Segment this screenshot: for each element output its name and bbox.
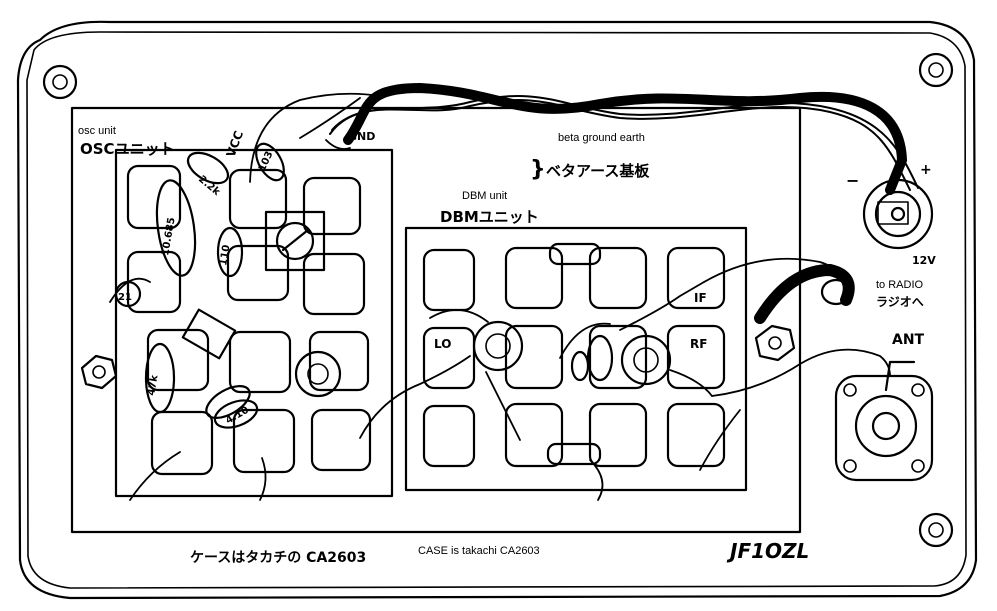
- port-if-label: IF: [694, 291, 707, 305]
- port-lo-label: LO: [434, 337, 451, 351]
- power-plus-label: +: [920, 162, 932, 178]
- part-label-10685: 10.685: [160, 217, 178, 257]
- radio-coax-cable: [754, 263, 855, 324]
- dc-power-jack: [862, 178, 934, 250]
- part-label-47k: 47k: [146, 374, 160, 397]
- radio-label-jp: ラジオへ: [876, 295, 924, 309]
- gnd-label: GND: [348, 130, 375, 143]
- part-label-2k2: 2.2k: [196, 174, 222, 198]
- port-rf-label: RF: [690, 337, 707, 351]
- dbm-components: [472, 242, 672, 466]
- case-label-en: CASE is takachi CA2603: [418, 545, 540, 557]
- power-minus-label: −: [846, 171, 859, 190]
- vcc-label: VCC: [224, 129, 246, 159]
- dbm-pads: [422, 246, 726, 468]
- beta-board-label-jp: ベタアース基板: [546, 162, 650, 180]
- radio-label-en: to RADIO: [876, 279, 924, 291]
- beta-board-label-en: beta ground earth: [558, 132, 645, 144]
- case-label-jp: ケースはタカチの CA2603: [190, 550, 366, 566]
- osc-unit-label-jp: OSCユニット: [80, 140, 175, 158]
- power-twisted-pair: [329, 82, 919, 195]
- dbm-unit-label-jp: DBMユニット: [440, 208, 539, 226]
- bolt-bottom-right-icon: [918, 512, 954, 548]
- power-voltage-label: 12V: [912, 254, 936, 267]
- bolt-top-left-icon: [42, 64, 78, 100]
- osc-unit-label-en: osc unit: [78, 125, 116, 137]
- part-label-21: 21: [118, 292, 132, 303]
- brace-symbol: }: [530, 157, 546, 182]
- bolt-right-hex-icon: [754, 324, 796, 362]
- callsign-label: JF1OZL: [726, 539, 809, 563]
- osc-pads: [126, 164, 372, 476]
- antenna-connector: [834, 360, 934, 482]
- part-label-110: 110: [218, 244, 232, 267]
- dbm-unit-board: [404, 226, 748, 492]
- dbm-unit-label-en: DBM unit: [462, 190, 507, 202]
- part-label-103: 103: [257, 150, 276, 174]
- part-label-410: 4.10: [224, 405, 251, 427]
- osc-components: [114, 142, 342, 429]
- antenna-label: ANT: [892, 332, 925, 348]
- bolt-top-right-icon: [918, 52, 954, 88]
